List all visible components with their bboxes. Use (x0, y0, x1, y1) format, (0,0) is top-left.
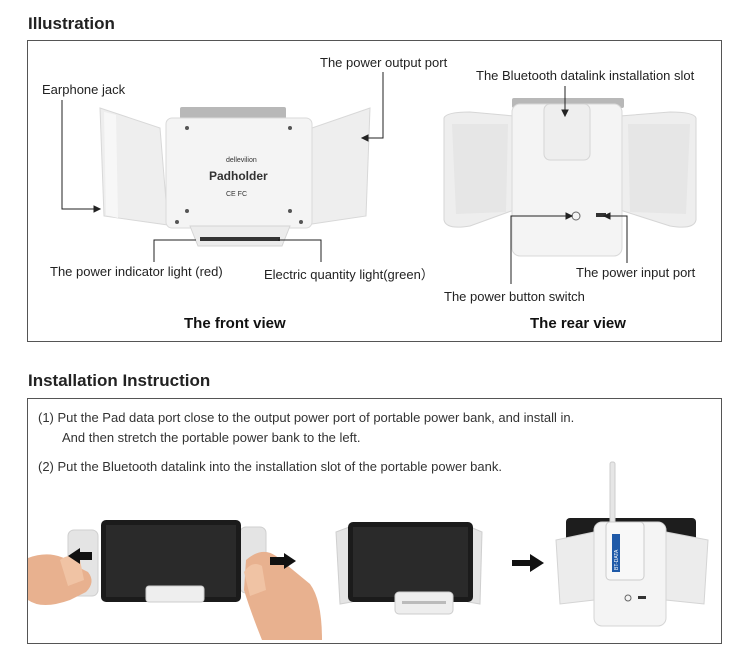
installation-photo-holder (335, 522, 483, 615)
installation-step-2: (2) Put the Bluetooth datalink into the … (38, 459, 502, 474)
device-marks-text: CE FC (226, 191, 247, 198)
label-electric-quantity: Electric quantity light(green） (264, 267, 434, 282)
installation-step-1: (1) Put the Pad data port close to the o… (38, 408, 708, 448)
installation-panel (27, 398, 722, 644)
installation-arrow-right (512, 554, 544, 572)
front-device-image (99, 107, 371, 247)
label-power-output-port: The power output port (320, 55, 448, 70)
front-view-caption: The front view (184, 315, 286, 332)
datalink-label-text: BT-DATA (614, 549, 620, 570)
label-power-input-port: The power input port (576, 265, 696, 280)
rear-device-image (443, 98, 697, 257)
illustration-callout-lines (61, 72, 628, 284)
label-bluetooth-slot: The Bluetooth datalink installation slot (476, 68, 695, 83)
label-earphone-jack: Earphone jack (42, 82, 126, 97)
step-1-line-1: (1) Put the Pad data port close to the o… (38, 410, 575, 425)
label-power-indicator: The power indicator light (red) (50, 264, 223, 279)
installation-heading: Installation Instruction (28, 371, 211, 390)
device-name-text: Padholder (209, 169, 268, 183)
rear-view-caption: The rear view (530, 315, 626, 332)
installation-photo-stretch (28, 520, 322, 640)
illustration-heading: Illustration (28, 14, 115, 33)
label-power-button: The power button switch (444, 289, 585, 304)
step-1-line-2: And then stretch the portable power bank… (62, 430, 361, 445)
installation-photo-datalink (555, 461, 709, 627)
illustration-panel (27, 40, 722, 342)
device-brand-text: dellevilion (226, 157, 257, 164)
